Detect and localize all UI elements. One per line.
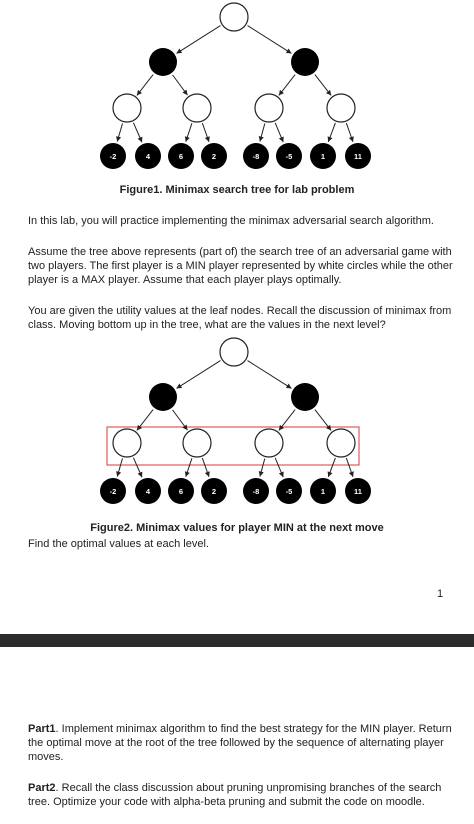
fig2-leaf-node-6 xyxy=(310,478,336,504)
fig1-leaf-node-0 xyxy=(100,143,126,169)
fig2-edge-root-max-0 xyxy=(176,360,221,389)
fig2-edge-max-min-2-arrowhead xyxy=(278,424,284,431)
fig1-edge-root-max-0-arrowhead xyxy=(176,48,183,54)
fig1-edge-max-min-0-arrowhead xyxy=(136,89,142,96)
part2-label: Part2 xyxy=(28,782,56,794)
fig2-leaf-node-7 xyxy=(345,478,371,504)
fig1-leaf-value-6: 1 xyxy=(321,152,325,161)
fig1-edge-min-leaf-6-arrowhead xyxy=(327,136,333,142)
fig1-leaf-node-5 xyxy=(276,143,302,169)
fig1-edge-max-min-3-arrowhead xyxy=(326,89,332,96)
fig1-leaf-value-5: -5 xyxy=(286,152,293,161)
fig2-max-node-1 xyxy=(291,383,319,411)
fig2-leaf-node-4 xyxy=(243,478,269,504)
fig1-edge-min-leaf-0-arrowhead xyxy=(116,136,122,142)
fig2-root-node xyxy=(219,337,249,367)
fig1-edge-min-leaf-2-arrowhead xyxy=(184,136,190,142)
fig1-leaf-node-2 xyxy=(168,143,194,169)
fig2-leaf-value-0: -2 xyxy=(110,487,117,496)
fig1-leaf-node-6 xyxy=(310,143,336,169)
fig1-edge-root-max-1 xyxy=(247,25,292,54)
fig2-edge-root-max-1-arrowhead xyxy=(285,383,292,389)
fig2-leaf-value-4: -8 xyxy=(253,487,260,496)
min-level-highlight xyxy=(106,426,360,466)
fig1-leaf-value-7: 11 xyxy=(354,152,362,161)
fig2-edge-root-max-0-arrowhead xyxy=(176,383,183,389)
fig1-leaf-node-4 xyxy=(243,143,269,169)
figure2-caption: Figure2. Minimax values for player MIN a… xyxy=(90,522,384,534)
fig1-edge-min-leaf-4-arrowhead xyxy=(258,136,264,142)
page-number: 1 xyxy=(437,588,444,600)
fig1-leaf-value-2: 6 xyxy=(179,152,183,161)
fig2-edge-min-leaf-0-arrowhead xyxy=(116,471,122,477)
tree-edges xyxy=(116,25,354,143)
part2-body: . Recall the class discussion about prun… xyxy=(28,782,442,808)
fig2-edge-max-min-3-arrowhead xyxy=(326,424,332,431)
find-text: Find the optimal values at each level. xyxy=(28,538,209,550)
part1-body: . Implement minimax algorithm to find th… xyxy=(28,723,452,763)
figure1-caption: Figure1. Minimax search tree for lab pro… xyxy=(119,184,355,196)
fig1-leaf-value-4: -8 xyxy=(253,152,260,161)
fig2-edge-min-leaf-4-arrowhead xyxy=(258,471,264,477)
fig2-edge-min-leaf-5-arrowhead xyxy=(278,471,284,478)
fig1-max-node-0 xyxy=(149,48,177,76)
fig2-edge-max-min-0-arrowhead xyxy=(136,424,142,431)
fig1-edge-min-leaf-5-arrowhead xyxy=(278,136,284,143)
fig2-leaf-value-7: 11 xyxy=(354,487,362,496)
fig1-leaf-value-0: -2 xyxy=(110,152,117,161)
fig1-leaf-node-1 xyxy=(135,143,161,169)
intro-text: In this lab, you will practice implement… xyxy=(28,215,434,227)
fig2-leaf-node-2 xyxy=(168,478,194,504)
fig1-min-node-3 xyxy=(326,93,356,123)
fig1-root-node xyxy=(219,2,249,32)
page-divider xyxy=(0,634,474,647)
fig2-edge-min-leaf-3-arrowhead xyxy=(204,471,210,477)
fig1-edge-max-min-1-arrowhead xyxy=(182,89,188,96)
fig1-leaf-node-3 xyxy=(201,143,227,169)
tree-edges xyxy=(116,360,354,478)
fig2-leaf-value-3: 2 xyxy=(212,487,216,496)
assumption-text: Assume the tree above represents (part o… xyxy=(28,246,453,286)
fig1-leaf-node-7 xyxy=(345,143,371,169)
fig2-leaf-value-2: 6 xyxy=(179,487,183,496)
fig2-leaf-node-0 xyxy=(100,478,126,504)
fig1-leaf-value-3: 2 xyxy=(212,152,216,161)
fig2-max-node-0 xyxy=(149,383,177,411)
fig1-min-node-2 xyxy=(254,93,284,123)
fig1-edge-max-min-2-arrowhead xyxy=(278,89,284,96)
fig2-edge-max-min-1-arrowhead xyxy=(182,424,188,431)
fig2-edge-min-leaf-1-arrowhead xyxy=(137,471,143,478)
fig1-edge-root-max-0 xyxy=(176,25,221,54)
fig2-min-node-2 xyxy=(254,428,284,458)
question-text: You are given the utility values at the … xyxy=(28,305,452,331)
fig1-edge-root-max-1-arrowhead xyxy=(285,48,292,54)
fig1-edge-min-leaf-1-arrowhead xyxy=(137,136,143,143)
fig2-leaf-node-5 xyxy=(276,478,302,504)
fig2-leaf-value-1: 4 xyxy=(146,487,151,496)
part2-text: Part2. Recall the class discussion about… xyxy=(28,781,458,809)
fig1-edge-min-leaf-3-arrowhead xyxy=(204,136,210,142)
fig2-min-node-1 xyxy=(182,428,212,458)
part1-label: Part1 xyxy=(28,723,56,735)
fig1-min-node-0 xyxy=(112,93,142,123)
fig2-leaf-value-6: 1 xyxy=(321,487,325,496)
fig1-max-node-1 xyxy=(291,48,319,76)
fig1-min-node-1 xyxy=(182,93,212,123)
fig2-edge-min-leaf-7-arrowhead xyxy=(348,471,354,477)
part1-text: Part1. Implement minimax algorithm to fi… xyxy=(28,722,458,764)
fig2-min-node-3 xyxy=(326,428,356,458)
fig2-edge-min-leaf-2-arrowhead xyxy=(184,471,190,477)
fig2-leaf-node-1 xyxy=(135,478,161,504)
fig2-edge-root-max-1 xyxy=(247,360,292,389)
fig2-edge-min-leaf-6-arrowhead xyxy=(327,471,333,477)
fig2-min-node-0 xyxy=(112,428,142,458)
fig2-leaf-node-3 xyxy=(201,478,227,504)
fig1-leaf-value-1: 4 xyxy=(146,152,151,161)
fig1-edge-min-leaf-7-arrowhead xyxy=(348,136,354,142)
fig2-leaf-value-5: -5 xyxy=(286,487,293,496)
